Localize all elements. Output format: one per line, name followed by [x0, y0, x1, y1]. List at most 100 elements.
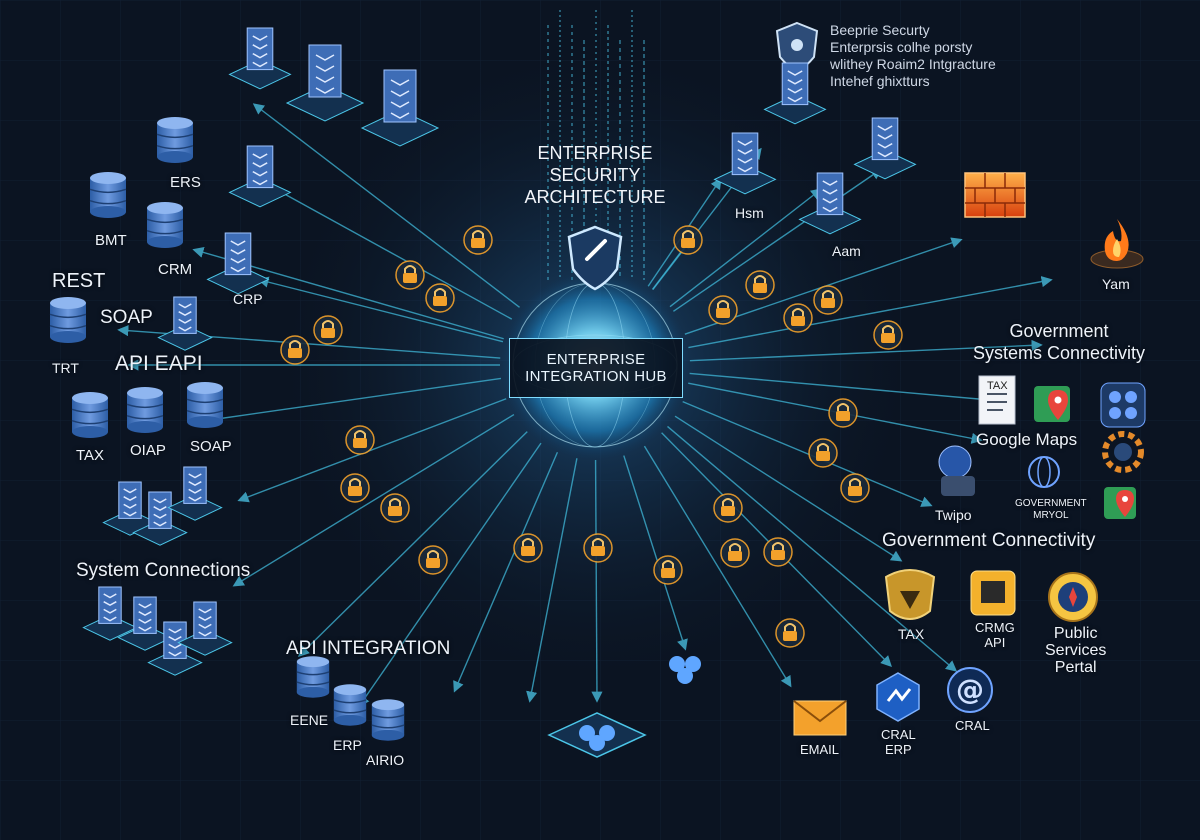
- label-line: MRYOL: [1033, 510, 1069, 521]
- server-icon: [132, 491, 188, 546]
- label-cral-erp: CRAL ERP: [881, 727, 916, 757]
- legend: Beeprie Securty Enterprsis colhe porsty …: [830, 22, 996, 90]
- label-tax-doc: TAX: [987, 380, 1008, 392]
- lock-icon: [280, 335, 310, 365]
- server-icon: [167, 466, 223, 521]
- connection-line: [688, 276, 1053, 349]
- label-tax: TAX: [76, 447, 105, 464]
- label-bmt: BMT: [95, 232, 127, 249]
- server-icon: [798, 172, 862, 235]
- database-icon: [49, 297, 87, 343]
- connection-line: [689, 339, 1043, 362]
- server-icon: [713, 132, 777, 195]
- label-soap-2: SOAP: [190, 438, 232, 455]
- lock-icon: [873, 320, 903, 350]
- label-line: GOVERNMENT: [1015, 498, 1087, 509]
- label-crmg-api: CRMG API: [975, 620, 1015, 650]
- connection-line: [526, 458, 578, 703]
- server-icon: [228, 27, 292, 90]
- lock-icon: [708, 295, 738, 325]
- lock-icon: [313, 315, 343, 345]
- connection-line: [207, 377, 502, 425]
- network-grid-icon: [1100, 382, 1146, 428]
- label-rest: REST: [52, 270, 106, 292]
- label-erp: ERP: [333, 737, 362, 753]
- label-line: Pertal: [1054, 659, 1097, 676]
- title-line: SECURITY: [549, 165, 641, 185]
- title-line: ARCHITECTURE: [524, 187, 666, 207]
- connection-line: [298, 431, 528, 657]
- server-icon: [763, 62, 827, 125]
- lock-icon: [783, 303, 813, 333]
- connection-line: [682, 400, 933, 507]
- connection-line: [667, 425, 958, 672]
- label-crm: CRM: [158, 261, 193, 278]
- erp-hex-icon: [876, 672, 920, 722]
- label-hsm: Hsm: [735, 205, 764, 221]
- hub-label-line: INTEGRATION HUB: [525, 368, 667, 385]
- government-crest-icon: [884, 569, 936, 620]
- label-airio: AIRIO: [366, 752, 405, 768]
- gear-icon: [1102, 431, 1144, 473]
- connection-line: [669, 188, 823, 308]
- label-line: API: [984, 635, 1006, 650]
- label-ers: ERS: [170, 174, 201, 191]
- shield-icon: [567, 225, 623, 291]
- label-cral: CRAL: [955, 718, 990, 733]
- label-eene: EENE: [290, 712, 329, 728]
- label-system-connections: System Connections: [76, 560, 251, 581]
- connection-line: [591, 459, 603, 703]
- connection-line: [257, 276, 504, 343]
- lock-icon: [763, 537, 793, 567]
- server-icon: [157, 296, 213, 351]
- label-twipo: Twipo: [935, 507, 972, 523]
- server-icon: [206, 232, 270, 295]
- label-soap: SOAP: [100, 307, 153, 328]
- label-trt: TRT: [52, 360, 79, 376]
- fire-icon: [1090, 219, 1144, 269]
- lock-icon: [828, 398, 858, 428]
- server-icon: [228, 145, 292, 208]
- label-gov-systems: Government Systems Connectivity: [973, 320, 1145, 364]
- maps-pin-icon: [1104, 487, 1136, 519]
- database-icon: [186, 382, 224, 428]
- label-line: CRMG: [975, 620, 1015, 635]
- lock-icon: [425, 283, 455, 313]
- lock-icon: [775, 618, 805, 648]
- label-line: Services: [1045, 642, 1107, 659]
- connection-line: [673, 168, 883, 312]
- architecture-title: ENTERPRISE SECURITY ARCHITECTURE: [520, 142, 670, 208]
- at-icon: @: [947, 667, 993, 713]
- twipo-icon: [938, 445, 975, 496]
- label-aam: Aam: [832, 243, 861, 259]
- label-gov-connectivity: Government Connectivity: [882, 530, 1096, 551]
- connection-line: [453, 451, 559, 693]
- connection-line: [247, 173, 513, 320]
- lock-icon: [673, 225, 703, 255]
- label-line: Government: [1009, 321, 1109, 341]
- lock-icon: [813, 285, 843, 315]
- hub-bottom-node: [547, 712, 647, 758]
- database-icon: [146, 202, 184, 248]
- label-api-integration: API INTEGRATION: [286, 638, 451, 659]
- crmg-api-icon: [970, 570, 1016, 616]
- server-icon: [285, 44, 365, 122]
- firewall-icon: [964, 172, 1026, 218]
- maps-pin-icon: [1034, 386, 1070, 422]
- integration-hub-label: ENTERPRISE INTEGRATION HUB: [509, 338, 683, 398]
- database-icon: [333, 684, 367, 726]
- database-icon: [71, 392, 109, 438]
- server-icon: [177, 601, 233, 656]
- lock-icon: [340, 473, 370, 503]
- connection-line: [689, 372, 993, 405]
- label-api-eapi: API EAPI: [115, 352, 203, 375]
- lock-icon: [418, 545, 448, 575]
- label-oiap: OIAP: [130, 442, 166, 459]
- label-line: Systems Connectivity: [973, 343, 1146, 363]
- government-seal-icon: [1048, 572, 1098, 622]
- label-tax-2: TAX: [898, 626, 925, 642]
- cluster-node: [669, 656, 701, 684]
- email-icon: [793, 700, 847, 736]
